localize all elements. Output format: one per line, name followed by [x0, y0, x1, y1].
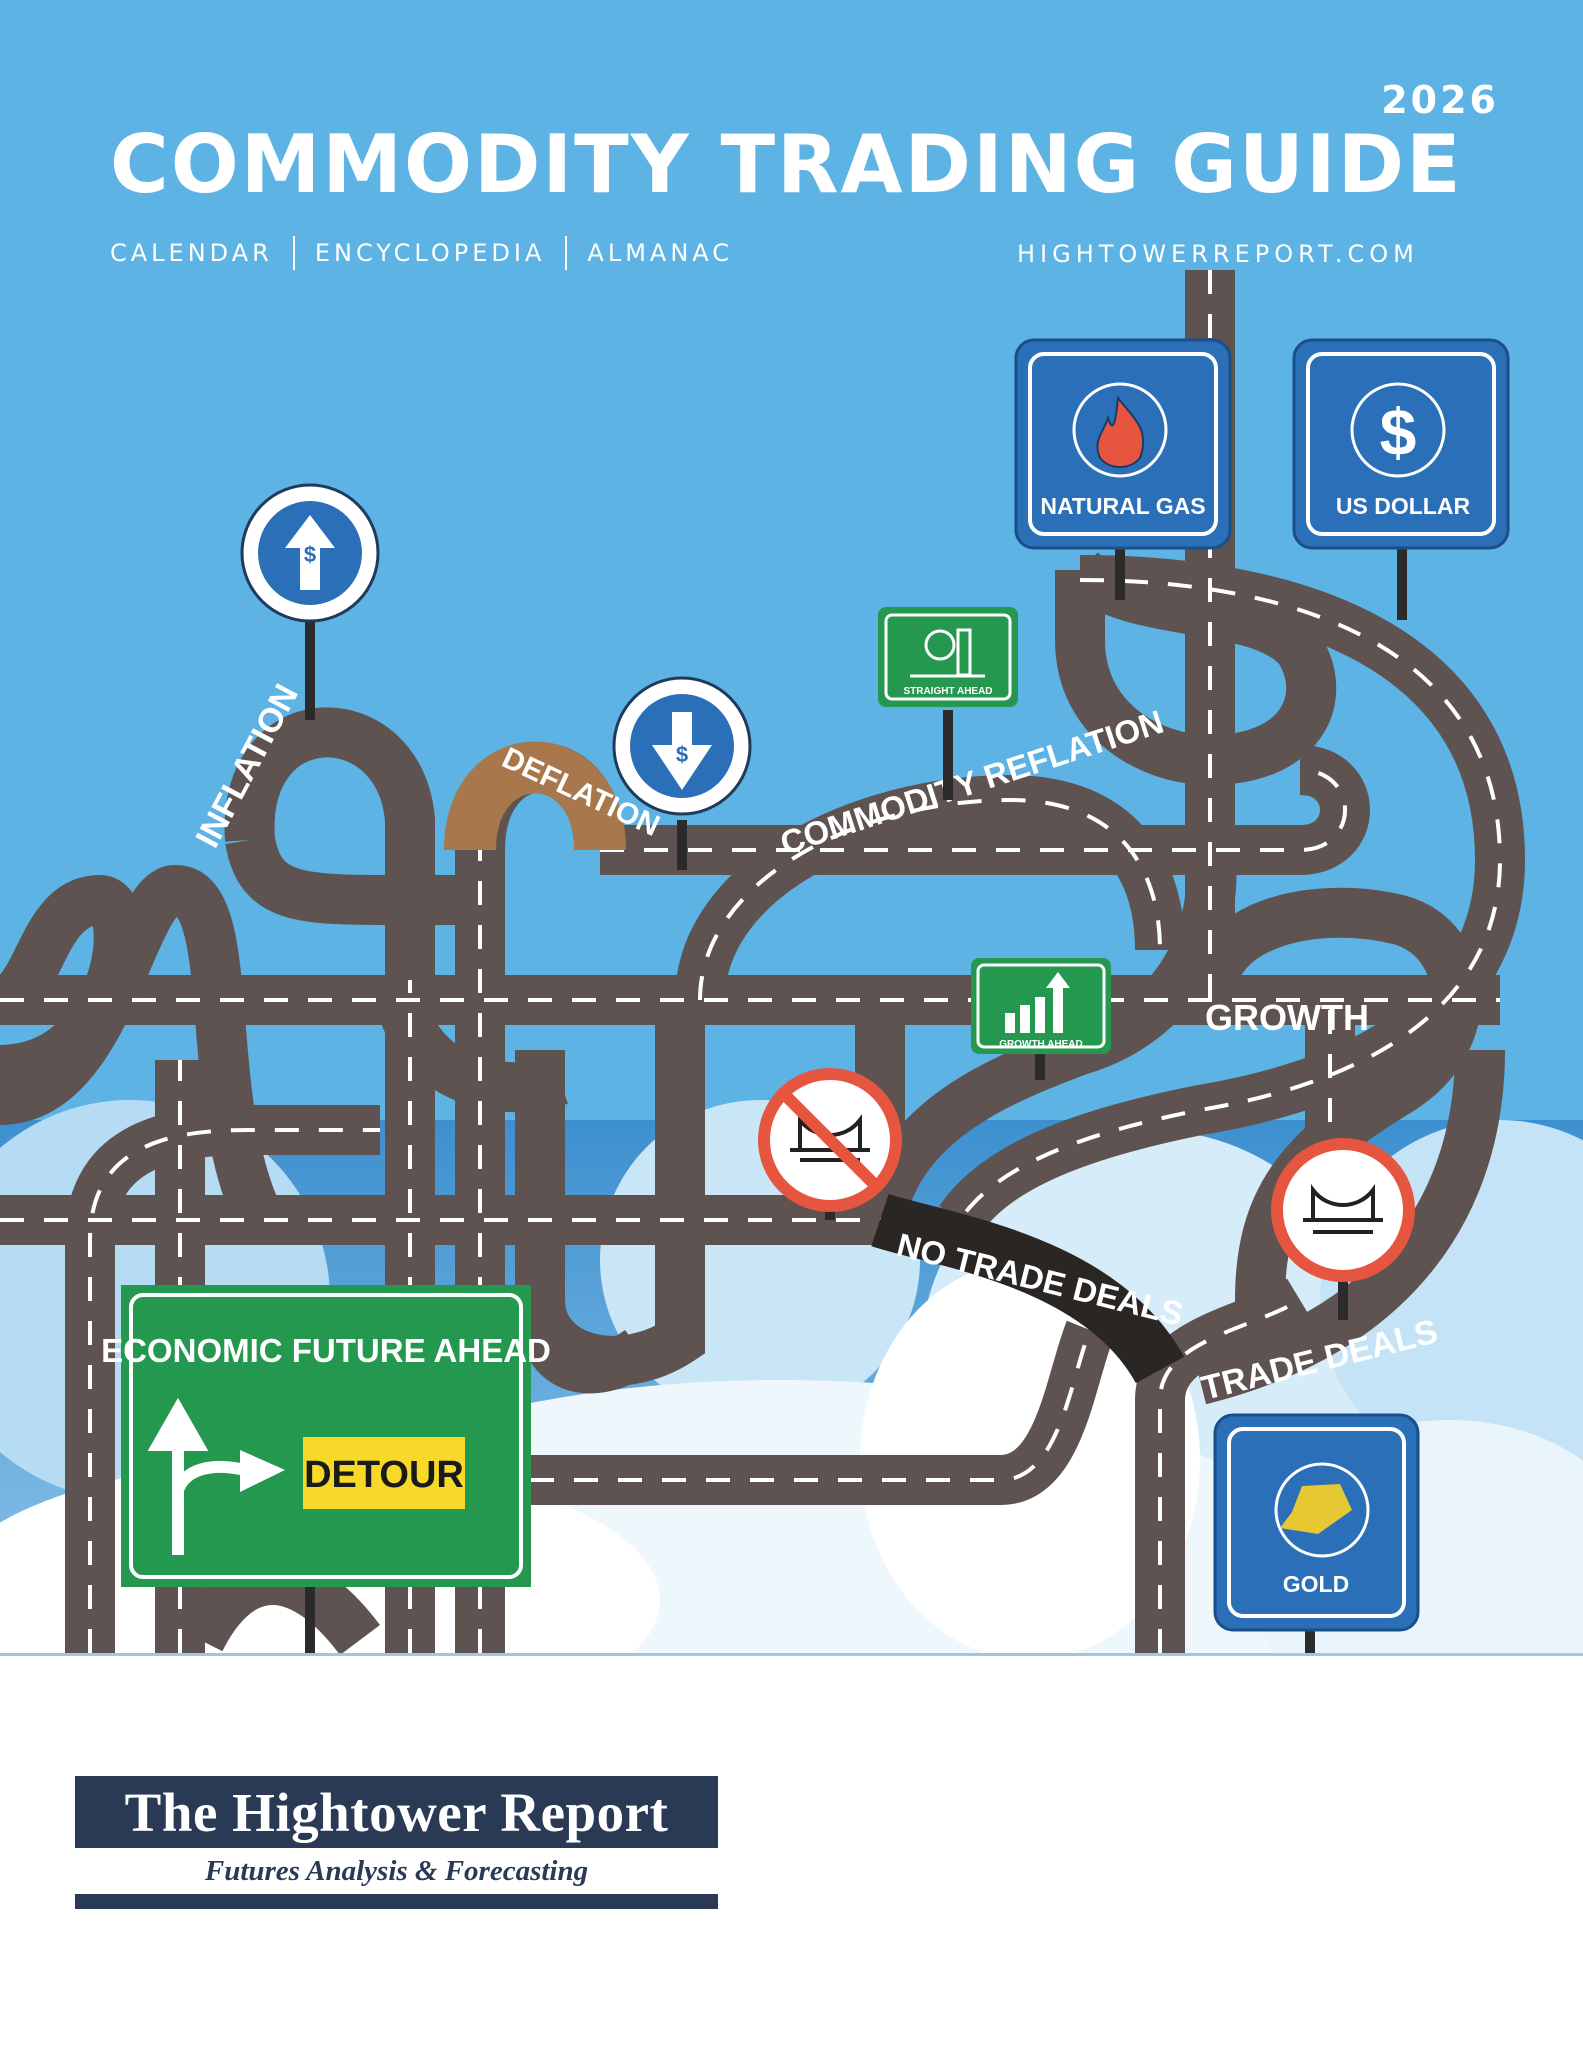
publisher-name: The Hightower Report	[124, 1781, 669, 1843]
svg-text:NATURAL GAS: NATURAL GAS	[1040, 493, 1205, 519]
page-title: COMMODITY TRADING GUIDE	[110, 118, 1463, 211]
bridge-icon	[1303, 1184, 1383, 1234]
inflation-sign: $	[240, 483, 380, 623]
svg-text:DETOUR: DETOUR	[304, 1454, 464, 1496]
edition-year: 2026	[1381, 78, 1499, 122]
logo-banner: The Hightower Report	[75, 1776, 718, 1848]
lightning-bulb-icon	[924, 629, 956, 661]
arrow-straight-icon	[147, 1397, 209, 1555]
website-url: HIGHTOWERREPORT.COM	[1017, 240, 1419, 268]
road-label-growth: GROWTH	[1205, 997, 1369, 1038]
subtitle-calendar: CALENDAR	[110, 239, 273, 267]
economic-future-sign: ECONOMIC FUTURE AHEAD DETOUR	[101, 1285, 551, 1587]
svg-text:US DOLLAR: US DOLLAR	[1336, 493, 1471, 519]
svg-text:STRAIGHT AHEAD: STRAIGHT AHEAD	[903, 686, 992, 697]
road-map-illustration: INFLATION DEFLATION COMMODITY REFLATION …	[0, 270, 1583, 1653]
svg-text:GROWTH AHEAD: GROWTH AHEAD	[999, 1039, 1083, 1050]
svg-text:$: $	[304, 542, 316, 567]
divider	[292, 236, 295, 270]
gold-bar-icon	[1280, 1484, 1352, 1534]
svg-text:ECONOMIC FUTURE AHEAD: ECONOMIC FUTURE AHEAD	[101, 1332, 551, 1369]
cover-illustration: INFLATION DEFLATION COMMODITY REFLATION …	[0, 0, 1583, 1656]
no-trade-bridge-sign	[758, 1068, 902, 1212]
publisher-tagline: Futures Analysis & Forecasting	[204, 1855, 589, 1887]
svg-text:GOLD: GOLD	[1283, 1571, 1349, 1597]
deflation-sign: $	[612, 676, 752, 816]
arrow-up-icon	[285, 515, 335, 590]
broken-road	[871, 1193, 1185, 1385]
straight-ahead-sign: STRAIGHT AHEAD	[878, 607, 1018, 707]
us-dollar-sign: $ US DOLLAR	[1292, 338, 1510, 550]
growth-ahead-sign: GROWTH AHEAD	[971, 958, 1111, 1054]
logo-underline-bar	[75, 1894, 718, 1909]
divider	[565, 236, 568, 270]
gold-sign: GOLD	[1213, 1413, 1420, 1632]
natural-gas-sign: NATURAL GAS	[1014, 338, 1232, 550]
detour-label-bg	[303, 1437, 465, 1509]
dollar-icon: $	[1380, 395, 1417, 469]
arrow-down-icon	[652, 712, 712, 790]
subtitle-almanac: ALMANAC	[587, 239, 734, 267]
arrow-right-turn-icon	[172, 1461, 247, 1493]
publisher-logo: The Hightower Report Futures Analysis & …	[75, 1776, 718, 1909]
svg-text:$: $	[676, 742, 688, 767]
trade-bridge-sign	[1271, 1138, 1415, 1282]
deflation-dirt-road	[444, 741, 626, 852]
growth-chart-icon	[1005, 1013, 1015, 1033]
flame-icon	[1096, 395, 1145, 468]
subtitle-list: CALENDAR ENCYCLOPEDIA ALMANAC	[110, 236, 733, 270]
subtitle-encyclopedia: ENCYCLOPEDIA	[314, 239, 546, 267]
